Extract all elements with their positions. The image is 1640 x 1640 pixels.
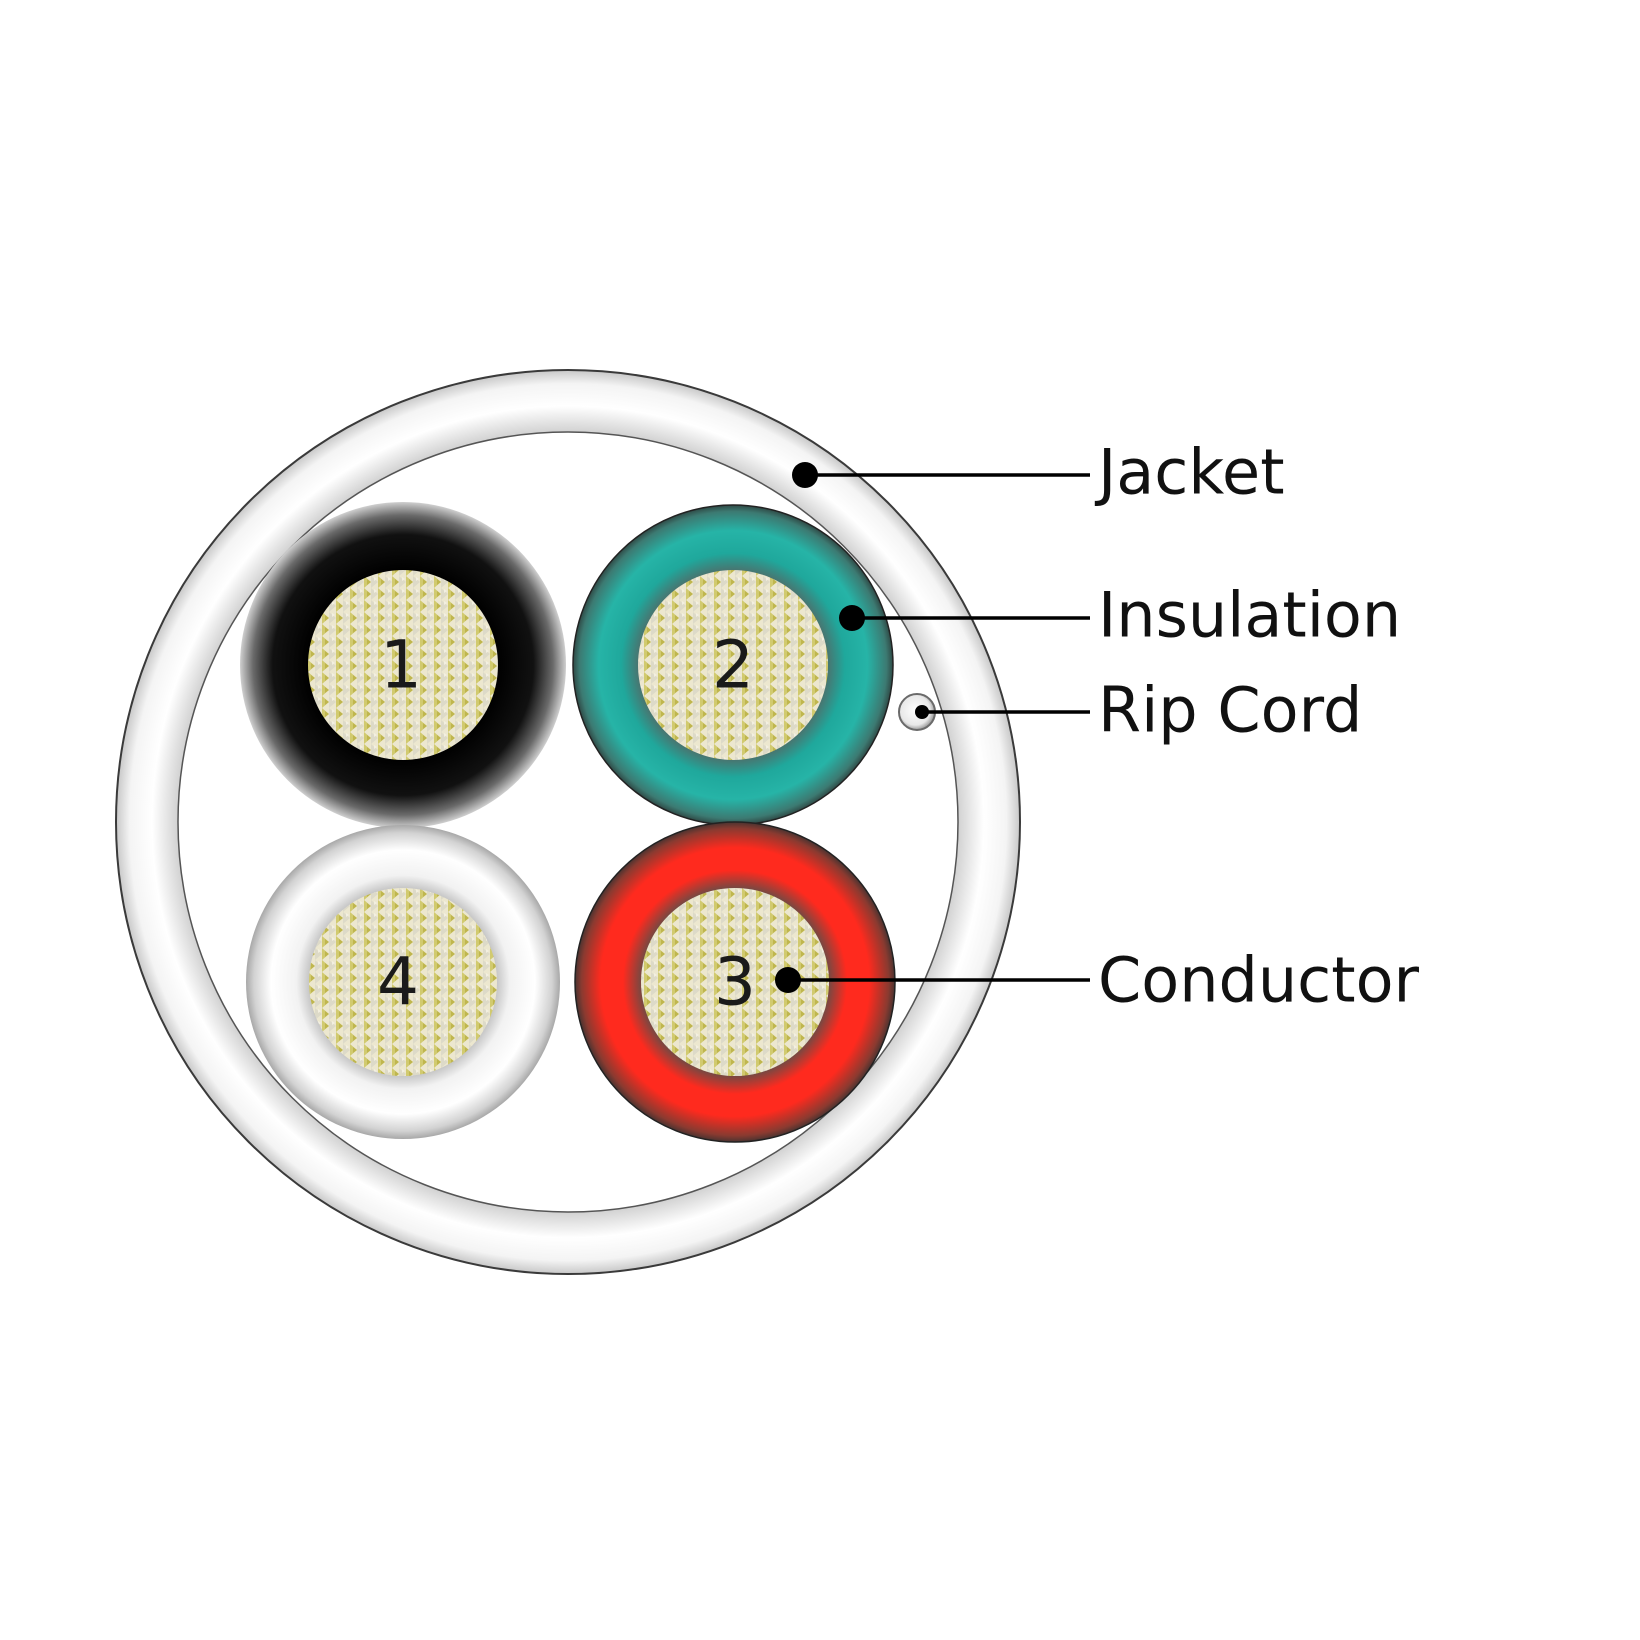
label-conductor: Conductor (1098, 944, 1419, 1017)
pointer-dot-conductor (775, 967, 801, 993)
core-number-4: 4 (377, 944, 419, 1021)
conductor-1 (308, 570, 498, 760)
core-1: 1 (240, 502, 566, 828)
callout-conductor: Conductor (775, 944, 1419, 1017)
conductor-2 (638, 570, 828, 760)
label-jacket: Jacket (1094, 436, 1285, 509)
core-number-2: 2 (712, 627, 754, 704)
callout-insulation: Insulation (839, 579, 1401, 652)
core-3: 3 (574, 821, 896, 1143)
core-2: 2 (572, 504, 894, 826)
pointer-dot-insulation (839, 605, 865, 631)
conductor-3 (641, 888, 829, 1076)
label-rip-cord: Rip Cord (1098, 674, 1362, 747)
core-number-3: 3 (714, 944, 756, 1021)
core-4: 4 (246, 825, 560, 1139)
pointer-dot-rip-cord (915, 705, 929, 719)
callout-rip-cord: Rip Cord (915, 674, 1362, 747)
callout-jacket: Jacket (792, 436, 1285, 509)
core-number-1: 1 (380, 627, 422, 704)
pointer-dot-jacket (792, 462, 818, 488)
jacket (115, 369, 1021, 1275)
label-insulation: Insulation (1098, 579, 1401, 652)
conductor-4 (309, 888, 497, 1076)
